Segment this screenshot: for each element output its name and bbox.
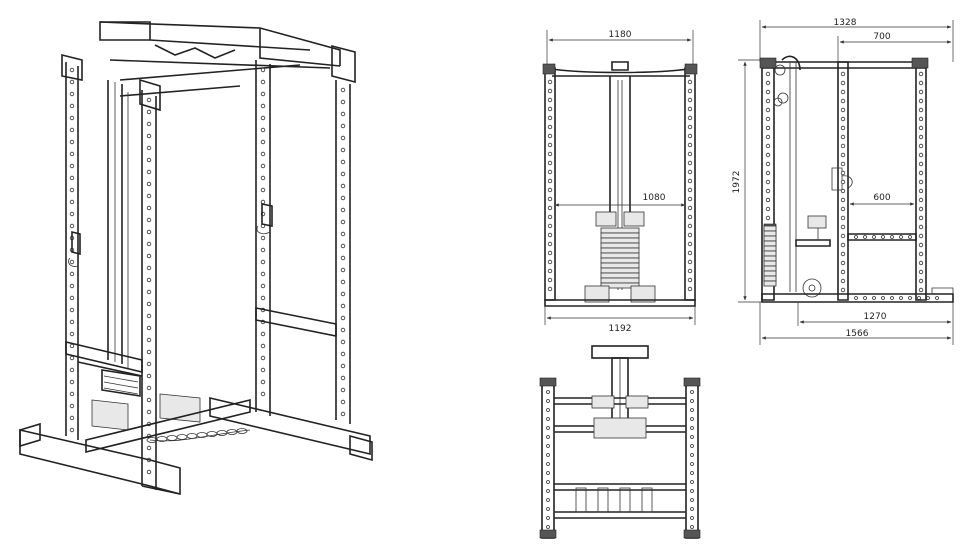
isometric-view [19, 21, 373, 496]
front-weight-stack [600, 227, 640, 289]
iso-base [19, 396, 373, 496]
dim-1566: 1566 [759, 302, 952, 345]
dim-1192: 1192 [544, 306, 696, 334]
top-view [539, 345, 701, 539]
dim-1192-label: 1192 [609, 324, 632, 334]
iso-weight-stack [101, 369, 141, 397]
dim-1328-label: 1328 [834, 18, 857, 28]
front-upright-holes [547, 79, 693, 292]
dim-1328: 1328 [759, 18, 954, 62]
dim-600: 600 [849, 193, 915, 206]
dim-1180: 1180 [546, 30, 694, 70]
dim-1180-label: 1180 [609, 30, 632, 40]
front-view: 1180 1080 1192 [542, 30, 698, 334]
dim-1080: 1080 [554, 193, 686, 207]
dim-700-label: 700 [873, 32, 890, 42]
iso-j-hooks [68, 203, 273, 267]
side-view: 1328 700 1972 [732, 18, 954, 345]
dim-1270-label: 1270 [864, 312, 887, 322]
top-view-holes [546, 390, 694, 529]
side-upright-holes [765, 71, 939, 300]
iso-chain [146, 428, 251, 443]
dim-1080-label: 1080 [643, 193, 666, 203]
dim-700: 700 [837, 32, 952, 62]
dim-1972-label: 1972 [732, 171, 742, 194]
dim-1270: 1270 [797, 302, 954, 345]
iso-top-frame [61, 21, 356, 112]
iso-crossbars [65, 307, 337, 377]
iso-upright-holes [69, 67, 346, 475]
dim-600-label: 600 [873, 193, 890, 203]
side-weight-stack [763, 225, 777, 287]
dim-1566-label: 1566 [846, 329, 869, 339]
